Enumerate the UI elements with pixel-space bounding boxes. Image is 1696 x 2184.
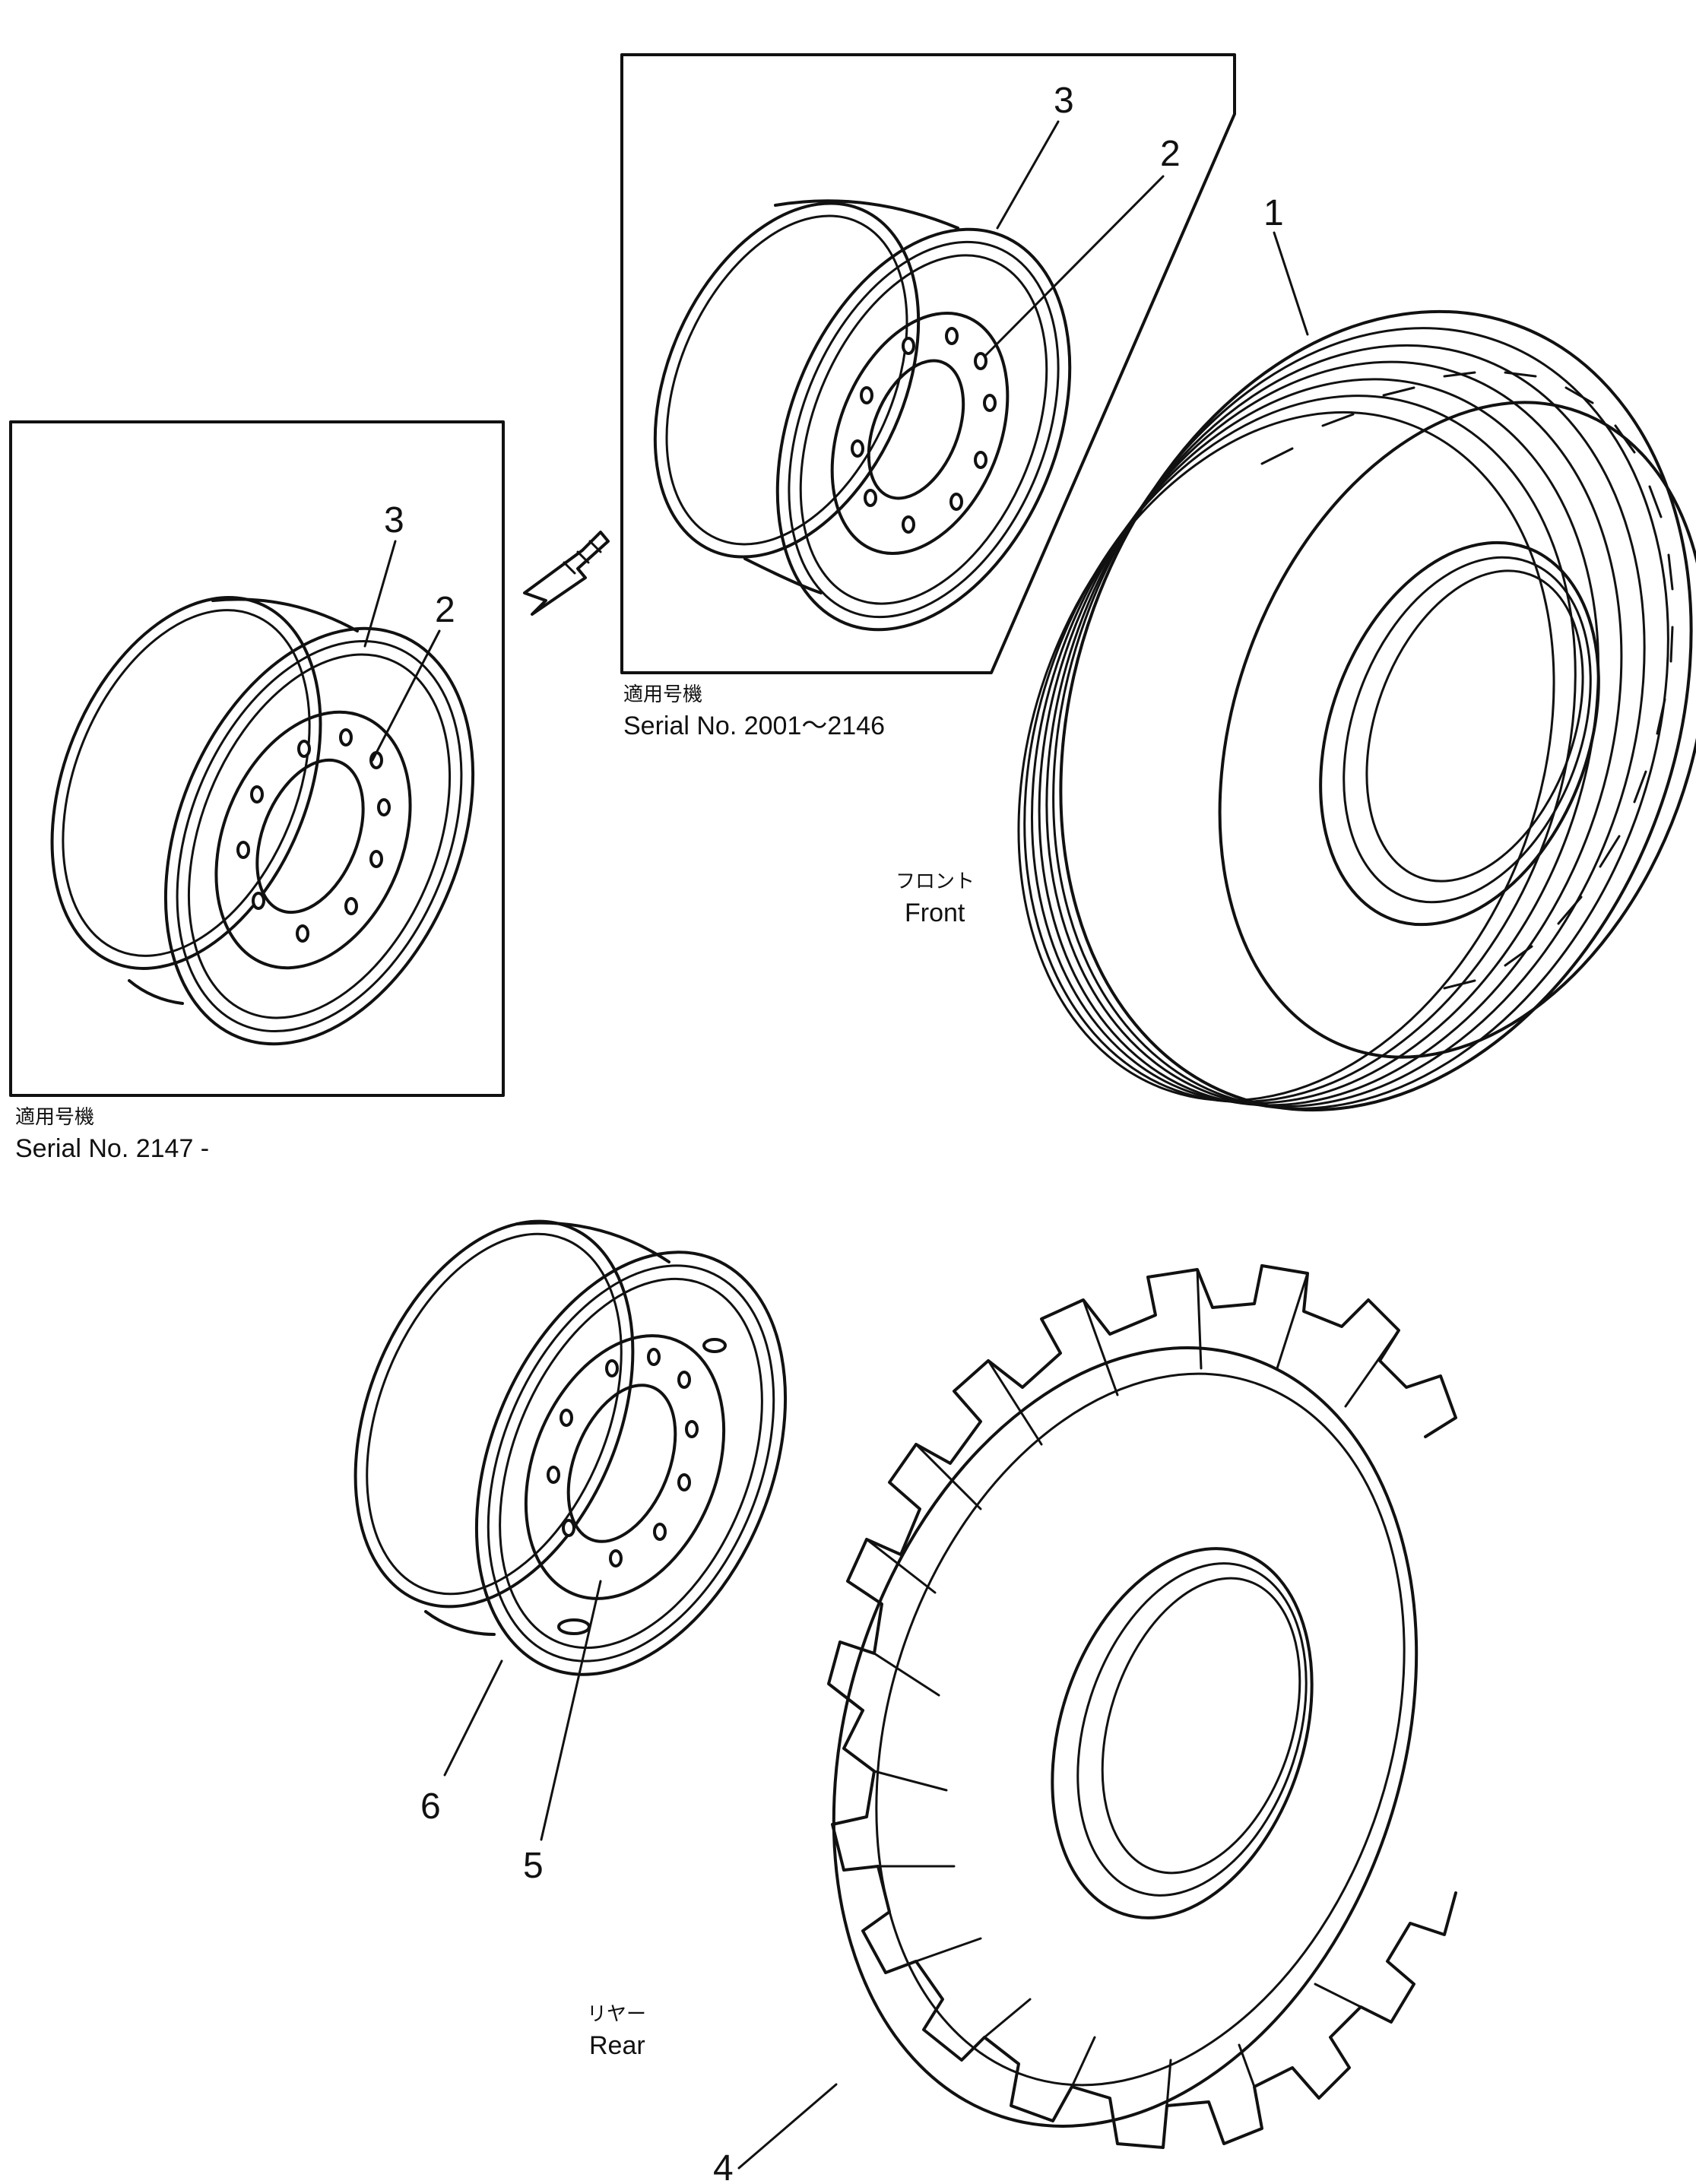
front-label-jp: フロント: [896, 870, 975, 893]
rear-tire-lugs: [865, 1268, 1400, 2107]
inset-top-caption-jp: 適用号機: [623, 683, 702, 706]
rear-wheel-callouts: 5 6: [420, 1580, 602, 1886]
callout-6: 6: [420, 1786, 441, 1827]
callout-4: 4: [713, 2148, 734, 2184]
inset-left-bolt-holes: [236, 728, 391, 943]
rear-label-jp: リヤー: [587, 2003, 646, 2026]
rear-tire: [827, 1264, 1457, 2149]
rear-wheel-bolt-holes: [547, 1348, 699, 1567]
callout-5: 5: [523, 1846, 544, 1886]
inset-top-caption: 適用号機 Serial No. 2001～2146: [623, 683, 885, 740]
inset-top-wheel: [653, 199, 1072, 632]
callout-1: 1: [1263, 193, 1284, 233]
inset-left-caption-serial: Serial No. 2147 -: [15, 1134, 209, 1163]
callout-2-top: 2: [1160, 134, 1181, 174]
callout-3-left: 3: [384, 500, 404, 540]
rear-label-en: Rear: [589, 2031, 645, 2060]
front-tire: [1017, 309, 1696, 1112]
inset-top-frame: [620, 53, 1236, 674]
inset-left-caption: 適用号機 Serial No. 2147 -: [15, 1106, 209, 1163]
inset-left-callouts: 3 2: [363, 500, 455, 762]
rear-wheel: [353, 1219, 788, 1676]
rear-tire-callout: 4: [713, 2083, 838, 2184]
callout-2-left: 2: [435, 590, 455, 630]
inset-top-caption-serial: Serial No. 2001～2146: [623, 712, 885, 740]
callout-3-top: 3: [1054, 81, 1074, 121]
inset-left-frame: [9, 420, 505, 1097]
direction-arrow: [523, 531, 610, 616]
inset-left-caption-jp: 適用号機: [15, 1106, 94, 1129]
front-label-en: Front: [905, 899, 965, 927]
front-label: フロント Front: [896, 870, 975, 927]
inset-top-bolt-holes: [851, 327, 997, 534]
inset-left-wheel: [50, 596, 475, 1046]
front-tire-tread: [1260, 371, 1674, 990]
inset-top-callouts: 3 2: [984, 81, 1181, 357]
rear-label: リヤー Rear: [587, 2003, 646, 2060]
front-tire-callout: 1: [1263, 193, 1309, 336]
